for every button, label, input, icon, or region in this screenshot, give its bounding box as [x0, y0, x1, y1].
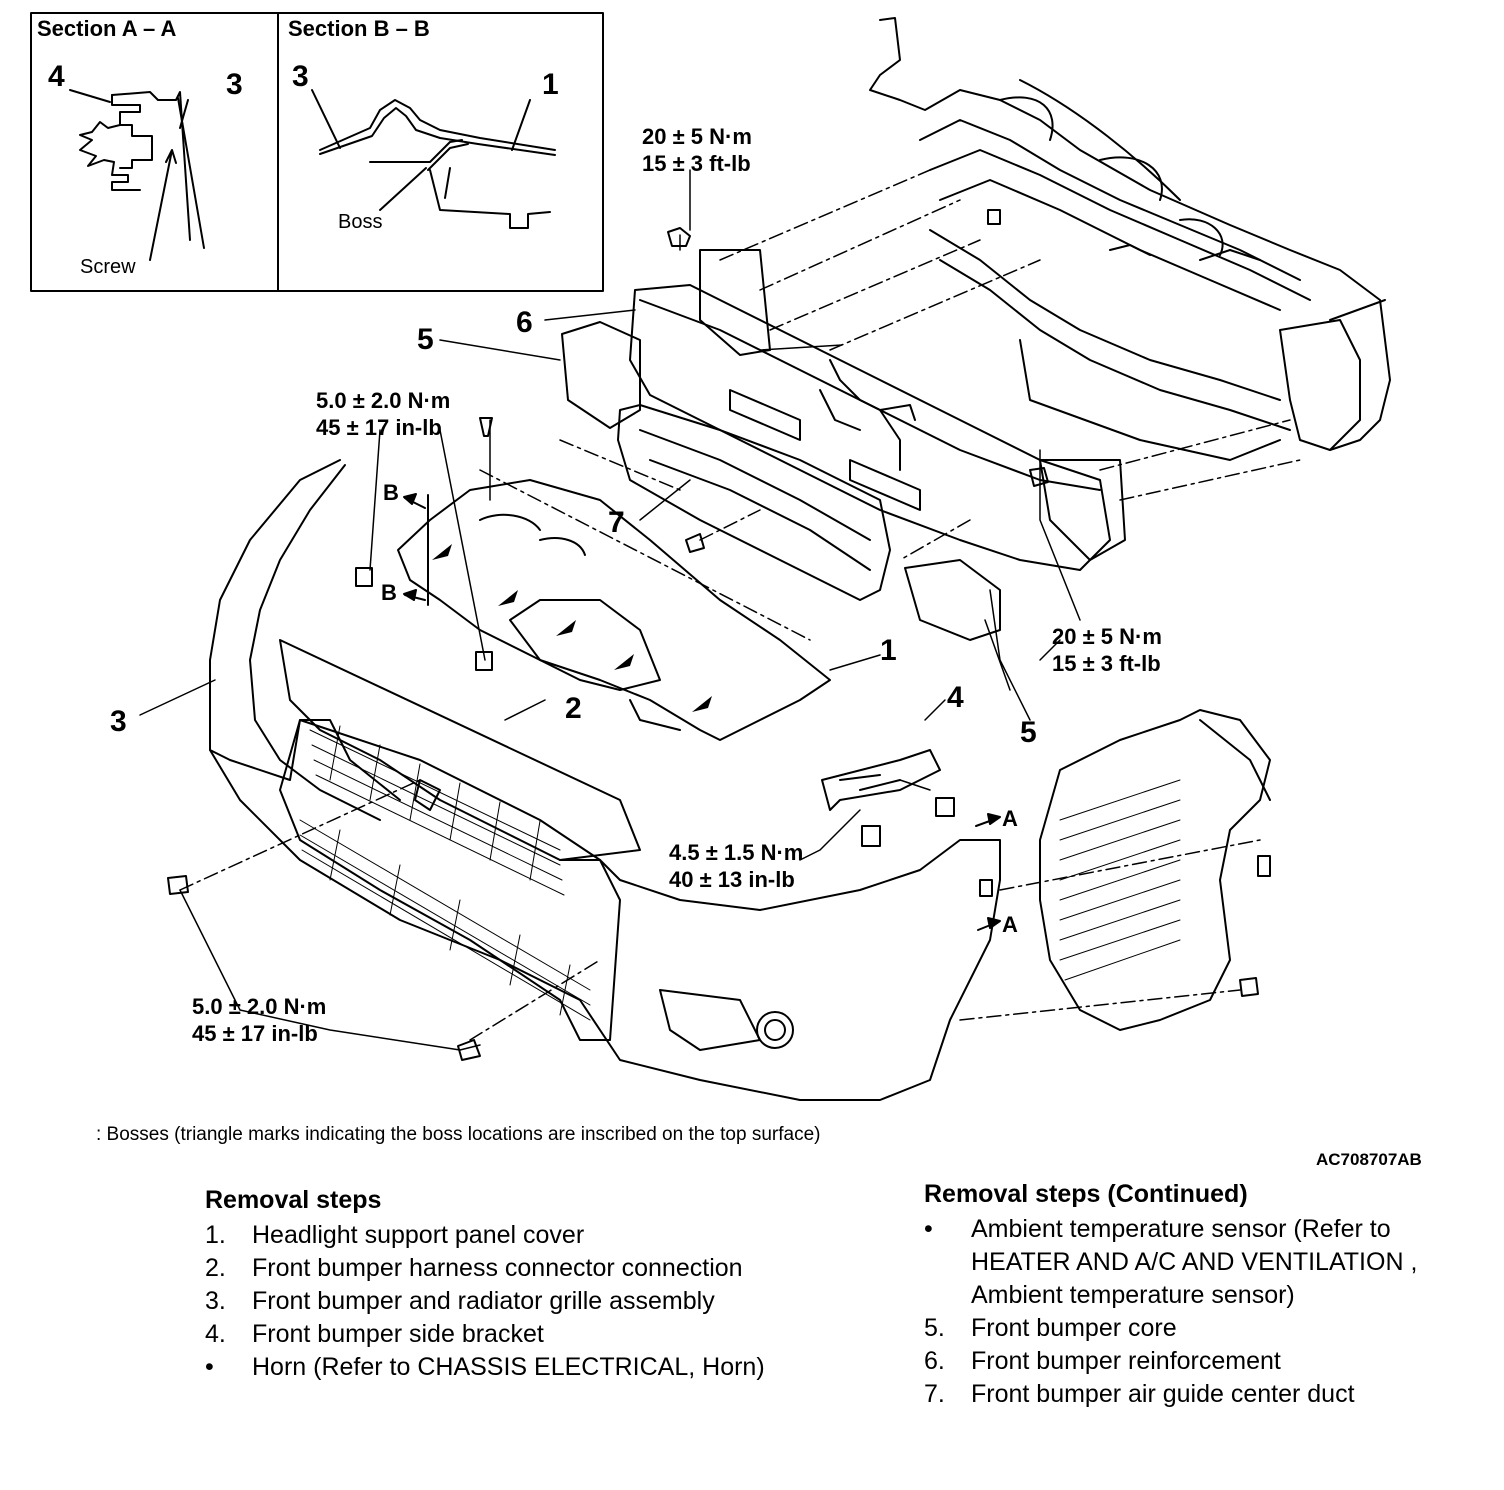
part-5-right-label: 5 — [1020, 716, 1037, 749]
step-number: 1. — [205, 1221, 226, 1249]
step-item: 3. Front bumper and radiator grille assem… — [205, 1285, 765, 1318]
step-item: 5. Front bumper core — [924, 1312, 1484, 1345]
step-item: 6. Front bumper reinforcement — [924, 1345, 1484, 1378]
part-7-label: 7 — [608, 506, 625, 539]
figure-code: AC708707AB — [1316, 1150, 1422, 1169]
section-boxes — [30, 12, 604, 292]
removal-steps-title: Removal steps — [205, 1186, 382, 1214]
section-a-part-3: 3 — [226, 68, 243, 101]
bumper-cores — [561, 321, 1001, 641]
step-item: 4. Front bumper side bracket — [205, 1318, 765, 1351]
step-text: Horn (Refer to CHASSIS ELECTRICAL, Horn) — [252, 1353, 765, 1381]
step-text: Front bumper harness connector connectio… — [252, 1254, 743, 1282]
part-2-label: 2 — [565, 692, 582, 725]
step-bullet: • — [924, 1215, 933, 1243]
step-item: • Ambient temperature sensor (Refer to HE… — [924, 1213, 1484, 1312]
removal-steps-continued: Removal steps (Continued) • Ambient tempe… — [924, 1178, 1484, 1411]
boss-markers — [432, 544, 712, 712]
air-guide-duct — [617, 404, 891, 601]
bumper-reinforcement — [629, 249, 1126, 571]
step-item: 2. Front bumper harness connector connect… — [205, 1252, 765, 1285]
section-b-drawing — [311, 89, 556, 229]
section-a-mark-lower: A — [1002, 912, 1018, 937]
leader-lines — [139, 169, 1081, 1051]
step-text: Front bumper reinforcement — [971, 1347, 1281, 1375]
step-number: 5. — [924, 1314, 945, 1342]
torque-top-nm: 20 ± 5 N·m — [642, 124, 752, 149]
screw-label: Screw — [80, 256, 136, 278]
torque-top-ft: 15 ± 3 ft-lb — [642, 151, 751, 176]
section-b-title: Section B – B — [288, 16, 430, 41]
torque-top: 20 ± 5 N·m 15 ± 3 ft-lb — [642, 123, 752, 177]
section-b-part-3: 3 — [292, 60, 309, 93]
section-b-mark-lower: B — [381, 580, 397, 605]
boss-label: Boss — [338, 211, 383, 233]
step-text: Ambient temperature sensor (Refer to HEA… — [971, 1215, 1418, 1309]
bumper-assembly — [209, 459, 1001, 1101]
section-b-mark-upper: B — [383, 480, 399, 505]
torque-mid: 5.0 ± 2.0 N·m 45 ± 17 in-lb — [316, 387, 450, 441]
torque-mid-nm: 5.0 ± 2.0 N·m — [316, 388, 451, 413]
step-text: Front bumper and radiator grille assembl… — [252, 1287, 715, 1315]
step-item: • Horn (Refer to CHASSIS ELECTRICAL, Horn… — [205, 1351, 765, 1384]
part-1-label: 1 — [880, 634, 897, 667]
torque-right-ft: 15 ± 3 ft-lb — [1052, 651, 1161, 676]
removal-steps-cont-title: Removal steps (Continued) — [924, 1180, 1248, 1208]
torque-bracket-in: 40 ± 13 in-lb — [669, 867, 795, 892]
fender-liner — [1039, 709, 1271, 1031]
removal-steps: Removal steps 1. Headlight support panel … — [205, 1184, 765, 1384]
section-arrows — [403, 493, 1001, 931]
step-number: 3. — [205, 1287, 226, 1315]
step-number: 7. — [924, 1380, 945, 1408]
step-item: 7. Front bumper air guide center duct — [924, 1378, 1484, 1411]
torque-bracket-nm: 4.5 ± 1.5 N·m — [669, 840, 804, 865]
section-b-part-1: 1 — [542, 68, 559, 101]
section-a-mark-upper: A — [1002, 806, 1018, 831]
side-bracket — [821, 749, 941, 811]
step-bullet: • — [205, 1353, 214, 1381]
step-number: 4. — [205, 1320, 226, 1348]
section-a-title: Section A – A — [37, 16, 177, 41]
torque-mid-in: 45 ± 17 in-lb — [316, 415, 442, 440]
torque-right-nm: 20 ± 5 N·m — [1052, 624, 1162, 649]
exploded-diagram — [30, 12, 1391, 1101]
section-a-part-4: 4 — [48, 60, 65, 93]
step-item: 1. Headlight support panel cover — [205, 1219, 765, 1252]
torque-low-in: 45 ± 17 in-lb — [192, 1021, 318, 1046]
torque-low-nm: 5.0 ± 2.0 N·m — [192, 994, 327, 1019]
step-text: Front bumper side bracket — [252, 1320, 544, 1348]
part-6-label: 6 — [516, 306, 533, 339]
step-number: 2. — [205, 1254, 226, 1282]
torque-right: 20 ± 5 N·m 15 ± 3 ft-lb — [1052, 623, 1162, 677]
torque-bracket: 4.5 ± 1.5 N·m 40 ± 13 in-lb — [669, 839, 803, 893]
step-text: Front bumper core — [971, 1314, 1177, 1342]
part-5-left-label: 5 — [417, 323, 434, 356]
part-3-label: 3 — [110, 705, 127, 738]
section-a-drawing — [69, 89, 205, 261]
step-text: Front bumper air guide center duct — [971, 1380, 1355, 1408]
dash-chain-lines — [179, 169, 1301, 1041]
boss-legend: : Bosses (triangle marks indicating the … — [96, 1124, 821, 1145]
part-4-label: 4 — [947, 681, 964, 714]
step-number: 6. — [924, 1347, 945, 1375]
panel-cover — [397, 479, 831, 741]
radiator-support — [819, 17, 1391, 471]
bolts — [167, 209, 1271, 1061]
step-text: Headlight support panel cover — [252, 1221, 585, 1249]
torque-low: 5.0 ± 2.0 N·m 45 ± 17 in-lb — [192, 993, 326, 1047]
